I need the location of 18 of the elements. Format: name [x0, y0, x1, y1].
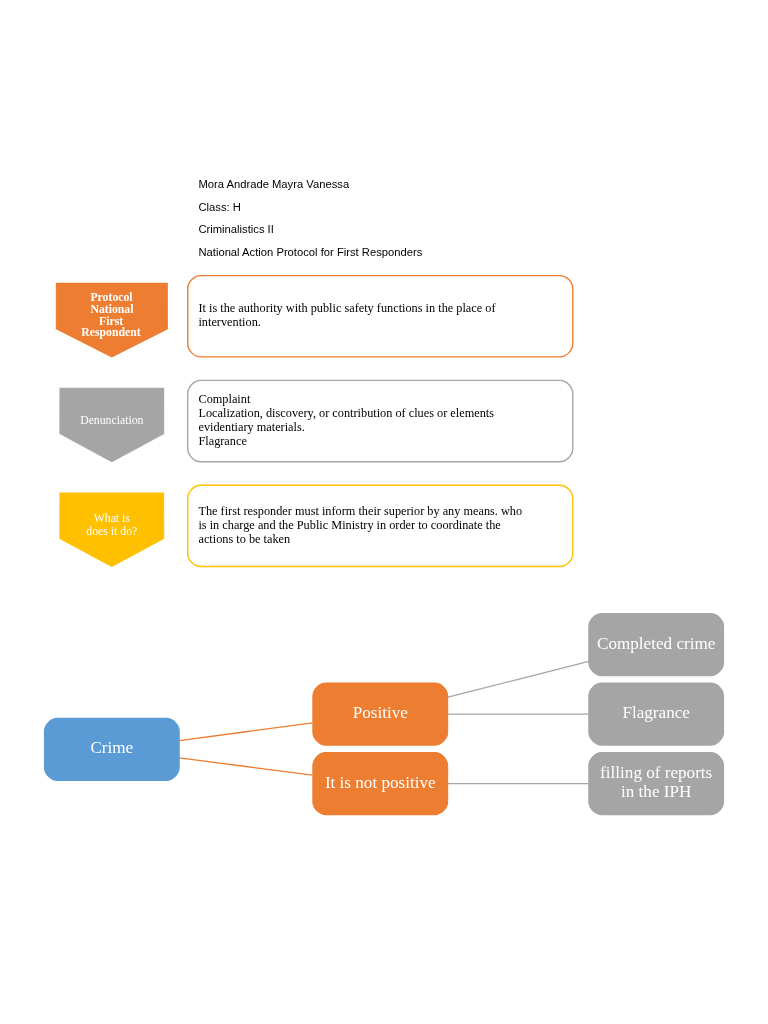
connector: [178, 721, 314, 741]
label: Mora Andrade Mayra Vanessa: [198, 177, 350, 190]
node-box: Positive: [312, 682, 449, 746]
connector: [447, 782, 590, 784]
node-box: The first responder must inform their superior by any means. who is in charge and the Public Ministry in order to coordinate the actions to be taken: [187, 484, 574, 567]
connector: [447, 712, 590, 715]
label: National Action Protocol for First Responders: [198, 245, 423, 258]
node-box: Flagrance: [588, 682, 725, 746]
node-box: Complaint Localization, discovery, or contribution of clues or elements evidentiary materials. Flagrance: [187, 379, 574, 462]
label: Criminalistics II: [198, 222, 274, 235]
node-box: It is not positive: [312, 751, 449, 815]
node-box: It is the authority with public safety functions in the place of intervention.: [187, 274, 574, 358]
connector: [178, 756, 314, 776]
label: Class: H: [198, 200, 241, 213]
node-box: Crime: [43, 717, 180, 781]
node-box: Completed crime: [588, 612, 725, 676]
node-box: filling of reports in the IPH: [588, 751, 725, 815]
connector: [447, 660, 590, 698]
